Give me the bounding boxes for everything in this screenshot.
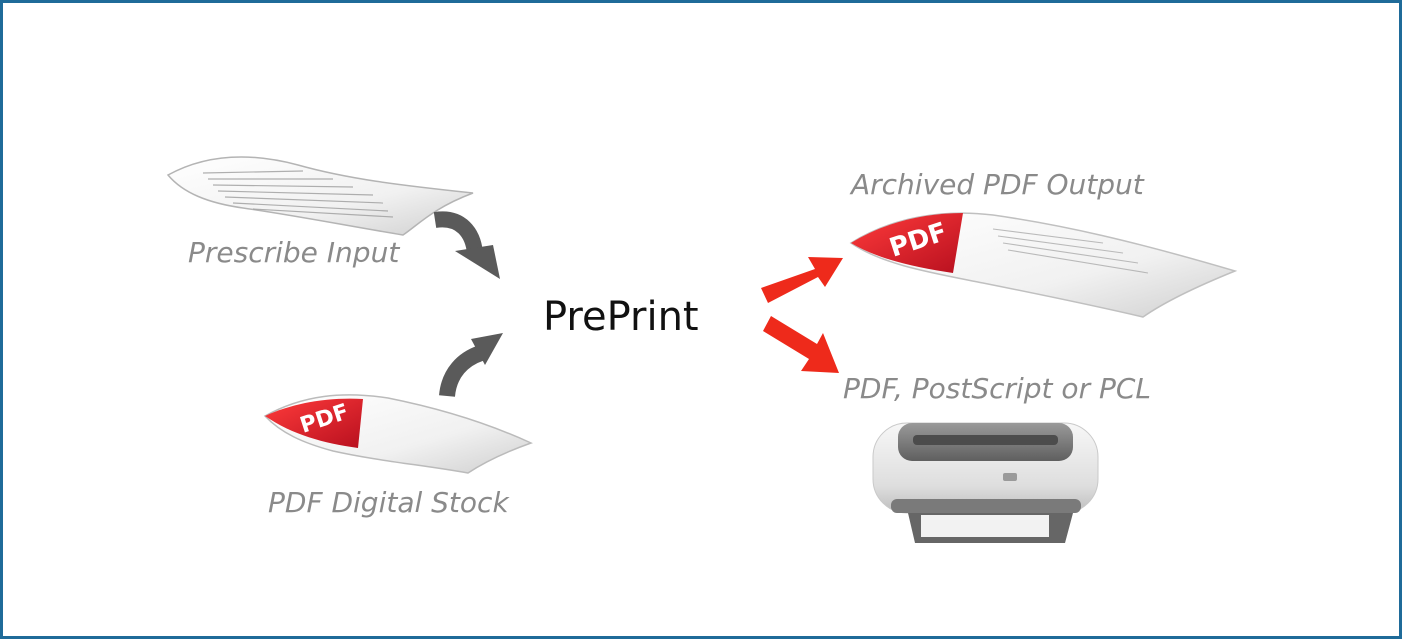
output-arrow-top [761, 257, 843, 303]
archived-pdf-output-label: Archived PDF Output [851, 168, 1144, 201]
document-icon [166, 156, 474, 236]
diagram-artwork: PDF PDF [166, 156, 1238, 543]
output-arrow-bottom [763, 316, 839, 373]
input-arrow-top [433, 211, 500, 279]
printer-output-label: PDF, PostScript or PCL [843, 372, 1152, 405]
pdf-document-icon: PDF [263, 394, 533, 474]
pdf-digital-stock-label: PDF Digital Stock [268, 486, 509, 519]
input-arrow-bottom [439, 333, 503, 398]
preprint-label: PrePrint [543, 294, 699, 340]
printer-icon [872, 422, 1099, 543]
archived-pdf-icon: PDF [849, 212, 1238, 318]
prescribe-input-label: Prescribe Input [188, 236, 400, 269]
